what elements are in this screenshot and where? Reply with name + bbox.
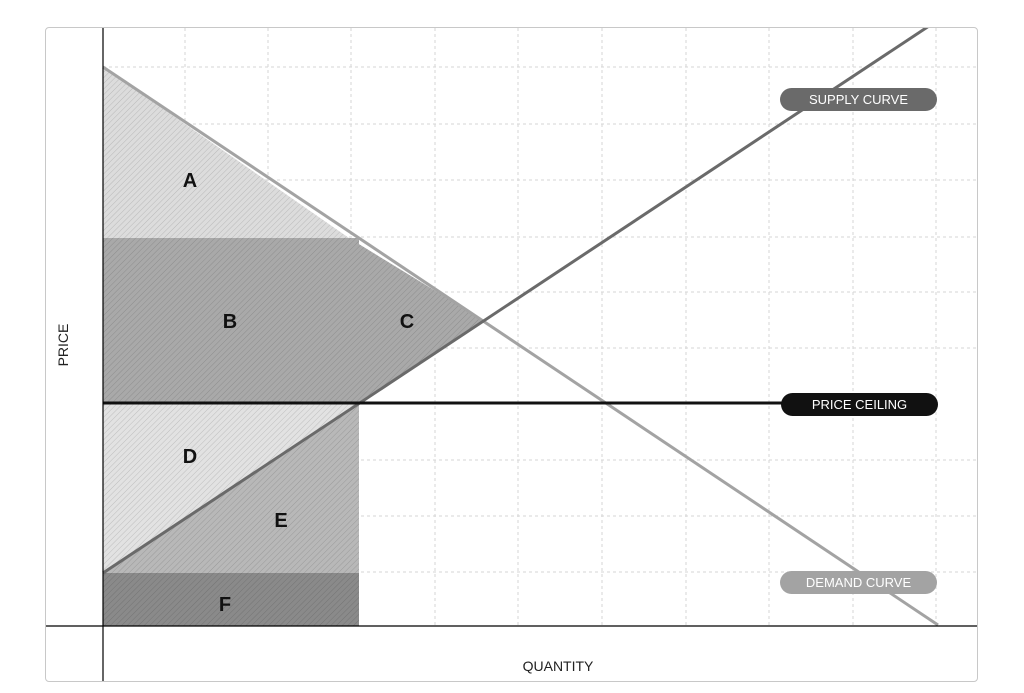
region-c-label: C — [400, 311, 414, 333]
y-axis-label: PRICE — [55, 324, 71, 367]
region-c — [349, 238, 483, 403]
price-ceiling-badge: PRICE CEILING — [781, 393, 938, 416]
region-f-label: F — [219, 594, 231, 616]
demand-curve-badge: DEMAND CURVE — [780, 571, 937, 594]
region-b-label: B — [223, 311, 237, 333]
region-d-label: D — [183, 446, 197, 468]
region-f — [103, 573, 359, 626]
demand-curve-line — [102, 65, 939, 627]
price-ceiling-label: PRICE CEILING — [812, 397, 907, 412]
region-a-label: A — [183, 170, 197, 192]
demand-curve-label: DEMAND CURVE — [806, 575, 912, 590]
region-e-label: E — [274, 510, 287, 532]
supply-curve-label: SUPPLY CURVE — [809, 92, 908, 107]
region-b — [103, 238, 359, 403]
x-axis-label: QUANTITY — [523, 658, 594, 674]
supply-curve-badge: SUPPLY CURVE — [780, 88, 937, 111]
supply-curve-line — [102, 28, 929, 575]
